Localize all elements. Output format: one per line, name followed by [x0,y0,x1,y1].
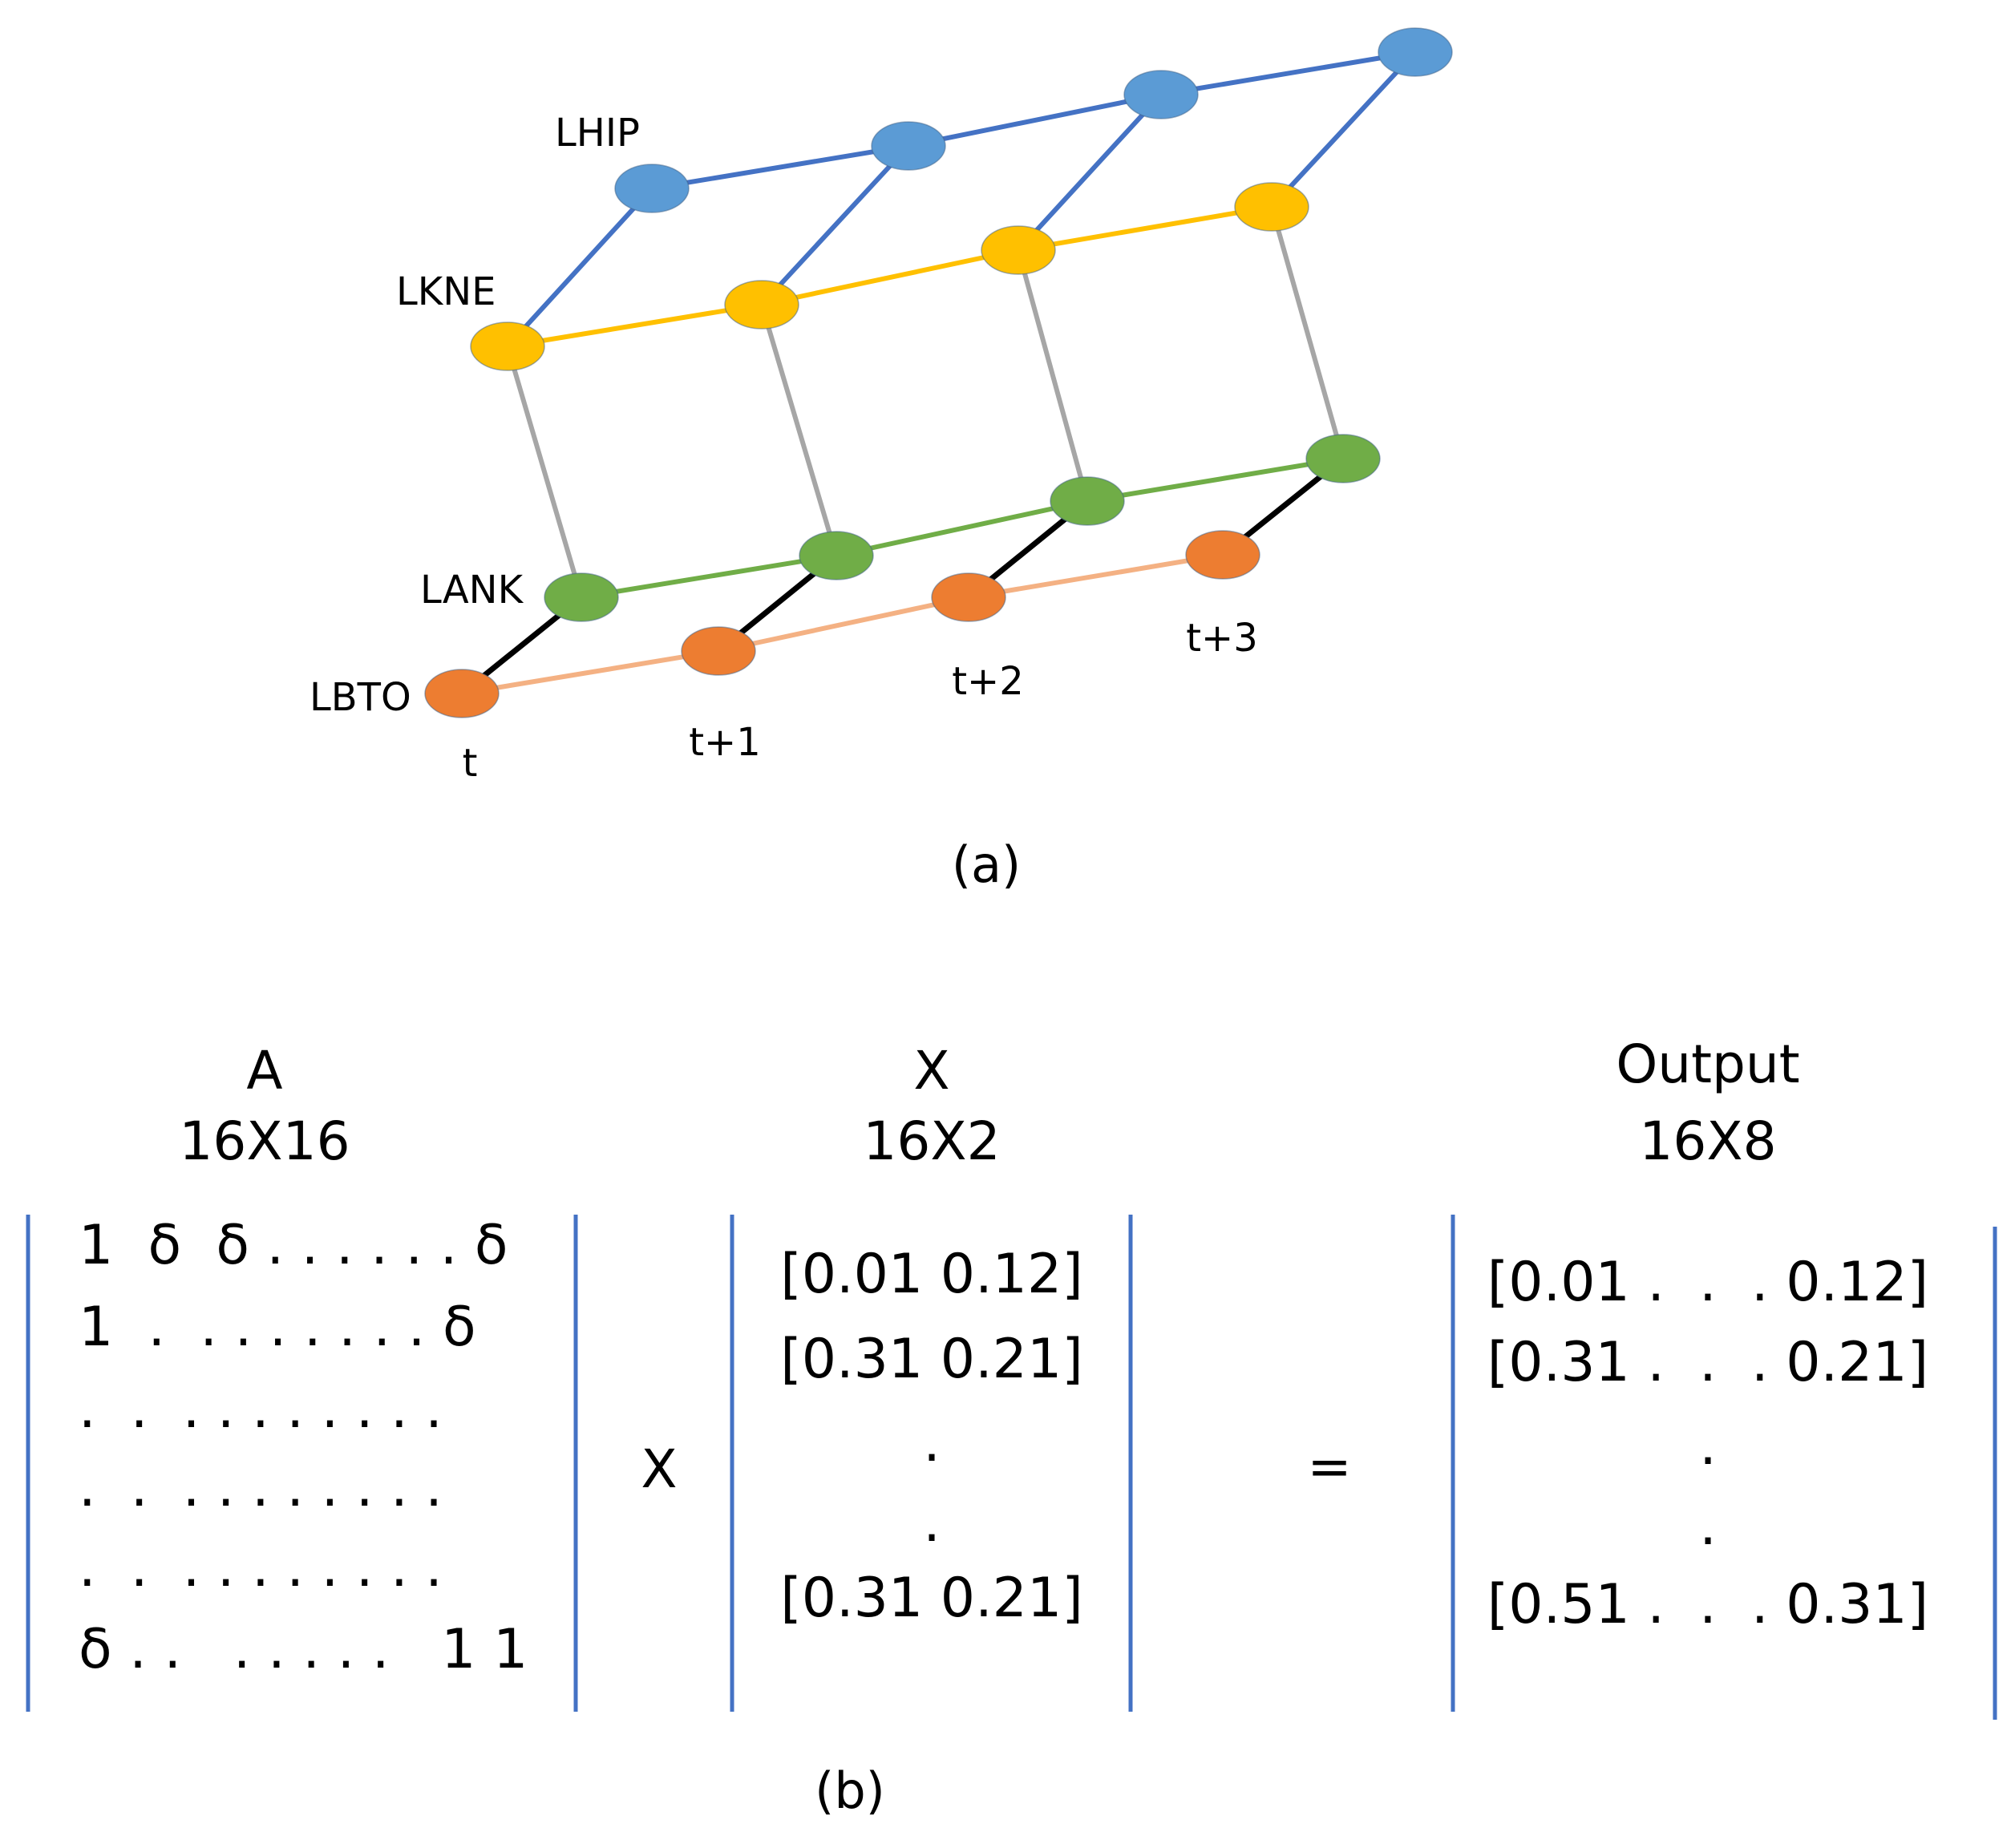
edge-lank-temporal [836,499,1088,558]
matrix-x-row: . [923,1491,941,1555]
matrix-a-dim: 16X16 [179,1110,350,1172]
row-label-lank: LANK [420,568,524,613]
edge-lhip-temporal [651,144,909,191]
node-lbto-t1 [681,626,756,676]
edge-knee-ankle [1016,249,1090,502]
matrix-x-row: [0.31 0.21] [780,1328,1083,1391]
matrix-x-dim: 16X2 [863,1110,1000,1172]
caption-a: (a) [952,835,1021,894]
edge-lhip-temporal [908,92,1162,148]
equals-sign: = [1307,1436,1351,1498]
edge-hip-knee [1269,50,1418,209]
edge-lbto-temporal [461,649,719,696]
node-lkne-t0 [470,321,545,371]
node-lbto-t3 [1185,530,1260,580]
edge-lbto-temporal [968,552,1224,600]
edge-hip-knee [1016,92,1163,253]
node-lhip-t2 [1123,70,1199,119]
matrix-a-row: . . . . . . . . . . [79,1536,443,1599]
row-label-lbto: LBTO [310,675,411,720]
edge-knee-ankle [1269,206,1345,459]
edge-lhip-temporal [1160,50,1416,97]
edge-lkne-temporal [761,248,1019,307]
edge-lank-temporal [1086,456,1344,503]
matrix-a-row: . . . . . . . . . . [79,1377,443,1441]
node-lkne-t3 [1234,182,1309,232]
matrix-out-row: . [1699,1414,1717,1478]
node-lank-t2 [1050,476,1125,526]
node-lank-t0 [544,572,619,622]
matrix-x-row: [0.31 0.21] [780,1567,1083,1630]
caption-b: (b) [815,1761,885,1820]
edge-lkne-temporal [507,302,763,349]
matrix-a-row: . . . . . . . . . . [79,1456,443,1519]
matrix-a-row: δ . . . . . . . 1 1 [79,1618,528,1681]
matrix-a-name: A [246,1040,282,1102]
matrix-x-row: . [923,1411,941,1474]
node-lhip-t1 [871,121,946,171]
matrix-out-row: . [1699,1494,1717,1558]
node-lkne-t1 [724,280,799,330]
time-label-t3: t+3 [1186,616,1258,661]
matrix-x-name: X [913,1040,949,1102]
edge-hip-knee [505,186,654,349]
time-label-t2: t+2 [952,659,1024,704]
edge-hip-knee [759,144,911,307]
matrix-out-row: [0.51 . . . 0.31] [1487,1573,1928,1636]
matrix-out-name: Output [1616,1033,1799,1095]
node-lbto-t0 [424,669,500,718]
time-label-t: t [463,741,478,786]
edge-lbto-temporal [718,595,969,653]
edge-lank-temporal [581,553,837,600]
matrix-out-dim: 16X8 [1639,1110,1776,1172]
node-lbto-t2 [931,572,1006,622]
node-lank-t3 [1305,434,1381,483]
matrix-out-row: [0.01 . . . 0.12] [1487,1251,1928,1314]
multiply-sign: X [641,1438,677,1500]
matrix-a-row: 1 δ δ . . . . . . δ [79,1214,508,1277]
edge-knee-ankle [505,346,584,598]
matrix-out-row: [0.31 . . . 0.21] [1487,1331,1928,1394]
edge-lkne-temporal [1018,204,1273,253]
node-lhip-t0 [614,164,690,213]
row-label-lkne: LKNE [396,269,496,314]
row-label-lhip: LHIP [555,111,640,156]
matrix-a-row: 1 . . . . . . . . δ [79,1296,476,1359]
matrix-x-row: [0.01 0.12] [780,1243,1083,1306]
node-lank-t1 [799,531,874,580]
skeleton-nodes [424,27,1453,718]
time-label-t1: t+1 [689,720,761,765]
edge-knee-ankle [759,304,839,556]
node-lkne-t2 [981,225,1056,275]
node-lhip-t3 [1378,27,1453,77]
